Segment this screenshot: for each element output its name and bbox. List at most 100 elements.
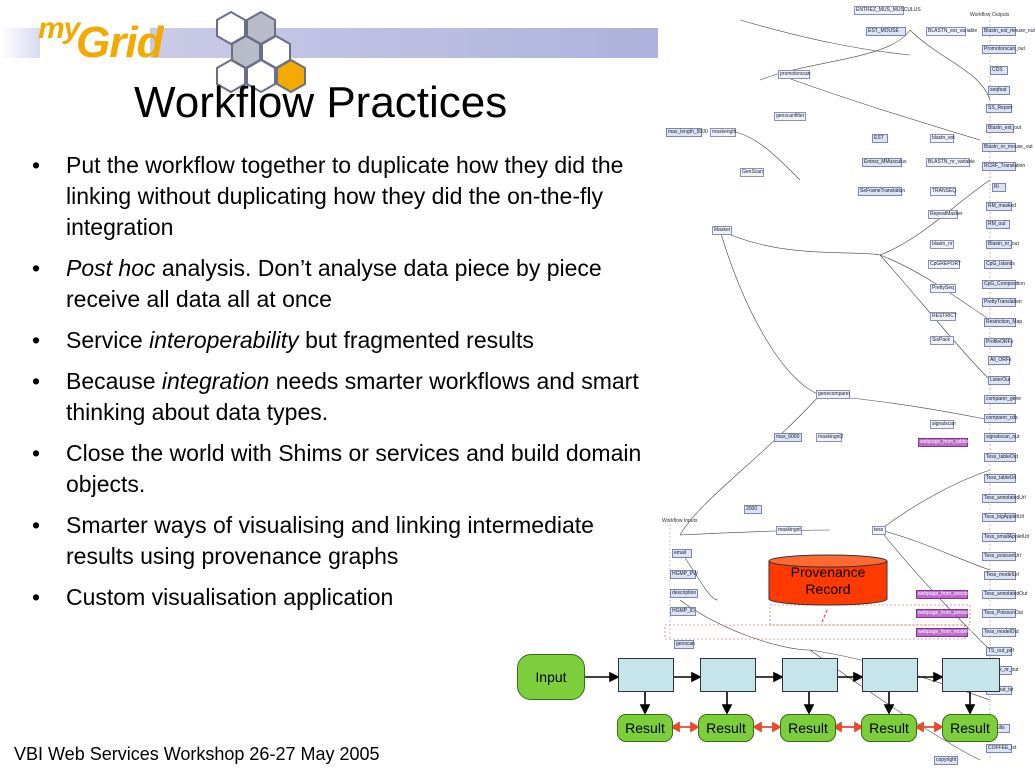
workflow-node: tess — [872, 526, 886, 535]
workflow-node: email — [672, 549, 692, 558]
workflow-node: comparer_gene — [984, 395, 1022, 404]
bullet-text-prefix: Service — [66, 327, 150, 353]
workflow-node: Tess_annotatedOut — [982, 590, 1028, 599]
pipeline-stage — [862, 658, 918, 692]
workflow-node: Blastn_est_out — [986, 124, 1022, 133]
workflow-node: Tess_poissonUrl — [982, 552, 1021, 561]
bullet-item: • Close the world with Shims or services … — [30, 438, 650, 500]
bullet-item: • Service interoperability but fragmented… — [30, 325, 650, 356]
workflow-node: Blastn_nr_out — [986, 240, 1019, 249]
bullet-emphasis: interoperability — [149, 327, 299, 353]
workflow-node: Tess_tableOut — [984, 453, 1018, 462]
header-band-left — [0, 28, 40, 58]
workflow-node: RCRF_Translation — [982, 162, 1026, 171]
workflow-node: HGMP_PW — [670, 570, 698, 579]
bullet-dot-icon: • — [32, 584, 41, 610]
bullet-text: Close the world with Shims or services a… — [66, 440, 642, 497]
workflow-node: genscanfilter — [774, 112, 806, 121]
cylinder-icon — [768, 554, 888, 606]
workflow-node: max_6000 — [774, 433, 802, 442]
pipeline-stage — [782, 658, 838, 692]
workflow-node: genscan — [674, 640, 695, 649]
workflow-node: EST_MOUSE — [866, 27, 906, 36]
workflow-node: All_ORFs — [988, 356, 1012, 365]
provenance-record: Provenance Record — [768, 554, 888, 606]
workflow-node: maskingnt2 — [816, 433, 844, 442]
workflow-node: blastn_est — [930, 134, 955, 143]
pipeline-result: Result — [780, 714, 836, 742]
workflow-node: Masker — [712, 226, 732, 235]
workflow-node: EST — [872, 134, 888, 143]
workflow-node: TS_out_pdf — [986, 647, 1014, 656]
bullet-item: •Because integration needs smarter workf… — [30, 366, 650, 428]
workflow-node: Tess_annotatedUrl — [982, 494, 1026, 503]
logo-my-text: my — [38, 12, 80, 45]
workflow-node: webpage_from_tabledUrl — [918, 438, 976, 447]
pipeline-input: Input — [517, 654, 585, 700]
bullet-text: but fragmented results — [298, 327, 534, 353]
bullet-text-prefix: Because — [66, 368, 162, 394]
workflow-node: Tess_bigAppletUrl — [982, 513, 1025, 522]
bullet-dot-icon: • — [32, 327, 41, 353]
workflow-node: maskength — [710, 128, 737, 137]
workflow-node: Tess_modelUrl — [984, 571, 1020, 580]
workflow-outputs-label: Workflow Outputs — [970, 12, 1010, 18]
bullet-text: Smarter ways of visualising and linking … — [66, 512, 594, 569]
workflow-node: Blastn_nr_mouse_out — [982, 143, 1033, 152]
footer-text: VBI Web Services Workshop 26-27 May 2005 — [14, 744, 380, 764]
workflow-node: comparer_cds — [984, 414, 1018, 423]
pipeline-stage — [942, 658, 1000, 692]
workflow-node: HGMP_ID — [670, 607, 696, 616]
workflow-node: SeFrameTranslation — [858, 187, 906, 196]
workflow-node: seqfeat — [988, 86, 1010, 95]
bullet-dot-icon: • — [32, 512, 41, 538]
workflow-node: SixPack — [930, 336, 954, 345]
workflow-diagram: ENTREZ_MUS_MUSCULUS EST_MOUSE BLASTN_est… — [660, 0, 1035, 768]
workflow-node: Ri — [992, 183, 1006, 192]
provenance-label: Provenance Record — [768, 564, 888, 598]
workflow-node: signalscan — [930, 420, 956, 429]
workflow-node: TRANSEQ — [930, 187, 957, 196]
hexagon-cluster-icon — [216, 10, 306, 94]
bullet-item: • Smarter ways of visualising and linking… — [30, 510, 650, 572]
pipeline-result: Result — [698, 714, 754, 742]
workflow-node: CDS — [990, 66, 1008, 75]
workflow-node: Tess_PoissonOut — [982, 609, 1023, 618]
workflow-node: webpage_from_annotatedUrl — [916, 590, 983, 599]
bullet-item: • Post hoc analysis. Don’t analyse data p… — [30, 253, 650, 315]
bullet-dot-icon: • — [32, 368, 41, 394]
workflow-node: Tess_smallAppletUrl — [982, 533, 1030, 542]
workflow-node: ProfileORFs — [984, 338, 1014, 347]
workflow-node: webpage_from_poissonUrl — [916, 609, 978, 618]
slide-title: Workflow Practices — [134, 78, 508, 127]
bullet-dot-icon: • — [32, 255, 41, 281]
bullet-text: Put the workflow together to duplicate h… — [66, 152, 624, 240]
workflow-node: genecomparer — [816, 390, 851, 399]
workflow-node: signalscan_out — [984, 433, 1020, 442]
pipeline-result: Result — [861, 714, 917, 742]
workflow-edges — [664, 12, 991, 761]
workflow-node: maskingnt — [776, 526, 802, 535]
workflow-node: SS_Report — [986, 104, 1013, 113]
workflow-node: CpGREPORT — [928, 260, 962, 269]
workflow-node: webpage_from_modelUrl — [916, 628, 974, 637]
bullet-list: • Put the workflow together to duplicate … — [30, 150, 650, 623]
bullet-text: needs smarter workflows and smart thinki… — [66, 368, 639, 425]
workflow-node: promotorscan — [778, 70, 811, 79]
workflow-node: blastn_nr — [930, 240, 954, 249]
bullet-text: analysis. Don’t analyse data piece by pi… — [66, 255, 602, 312]
bullet-dot-icon: • — [32, 440, 41, 466]
bullet-emphasis: Post hoc — [66, 255, 156, 281]
workflow-node: RM_out — [986, 220, 1010, 229]
workflow-node: ENTREZ_MUS_MUSCULUS — [854, 6, 921, 15]
pipeline-result: Result — [942, 714, 998, 742]
provenance-line-2: Record — [805, 581, 851, 597]
bullet-text: Custom visualisation application — [66, 584, 394, 610]
pipeline-stage — [618, 658, 674, 692]
pipeline-result: Result — [617, 714, 673, 742]
workflow-node: description — [670, 589, 698, 598]
mygrid-logo: my Grid — [28, 8, 328, 94]
workflow-node: BLASTN_est_variable — [926, 27, 978, 36]
workflow-node: RM_masked — [986, 202, 1017, 211]
workflow-node: 2000 — [744, 505, 762, 514]
